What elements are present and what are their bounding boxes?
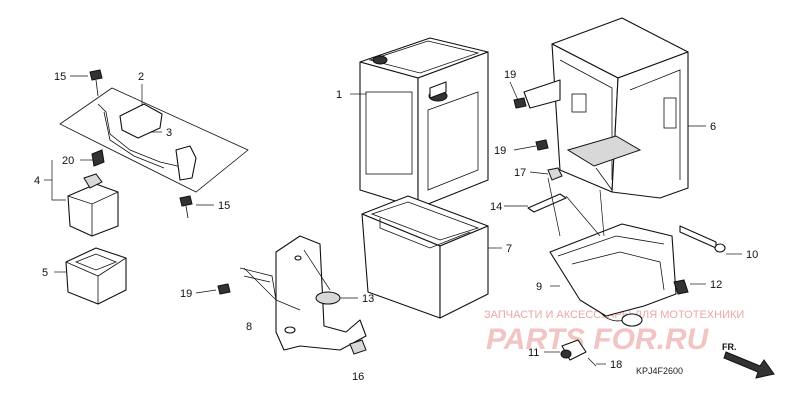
battery-box-part-7 [361,195,489,319]
callout-labels: 15 2 3 20 4 5 15 1 7 6 19 19 17 14 10 12… [34,69,758,383]
relay-part-4 [67,173,119,237]
front-label: FR. [722,342,737,352]
callout-13: 13 [362,293,374,305]
callout-18: 18 [610,359,622,371]
callout-14: 14 [490,201,502,213]
callout-11: 11 [528,347,539,359]
callout-20: 20 [62,155,74,167]
callout-2: 2 [138,71,144,83]
callout-8: 8 [246,321,252,333]
diagram-code: KPJ4F2600 [636,366,683,376]
fasteners [89,69,726,367]
battery-case-part-6 [523,17,689,199]
relay-cover-part-5 [65,247,127,305]
callout-15-top: 15 [54,71,66,83]
callout-19-mid: 19 [494,145,506,157]
callout-16: 16 [352,371,364,383]
callout-6: 6 [710,121,716,133]
callout-4: 4 [34,175,40,187]
callout-7: 7 [506,243,512,255]
harness-group [59,87,249,193]
callout-17: 17 [514,167,526,179]
battery-part-1 [359,37,489,209]
callout-1: 1 [336,89,342,101]
assembly-lines [243,177,605,301]
callout-5: 5 [42,267,48,279]
watermark-logo: PARTS FOR.RU [486,323,710,356]
battery-cover-part-9 [549,223,677,327]
callout-19-top: 19 [504,69,516,81]
watermark-tagline: ЗАПЧАСТИ И АКСЕССУАРЫ ДЛЯ МОТОТЕХНИКИ [484,309,744,321]
callout-19-left: 19 [180,288,192,300]
callout-12: 12 [710,279,722,291]
front-direction-arrow: FR. [722,342,775,379]
leader-lines [44,75,742,365]
watermark: ЗАПЧАСТИ И АКСЕССУАРЫ ДЛЯ МОТОТЕХНИКИ PA… [484,309,744,356]
callout-10: 10 [746,249,758,261]
callout-9: 9 [536,281,542,293]
bracket-part-8 [239,235,367,351]
callout-15-bottom: 15 [218,200,230,212]
callout-3: 3 [166,127,172,139]
